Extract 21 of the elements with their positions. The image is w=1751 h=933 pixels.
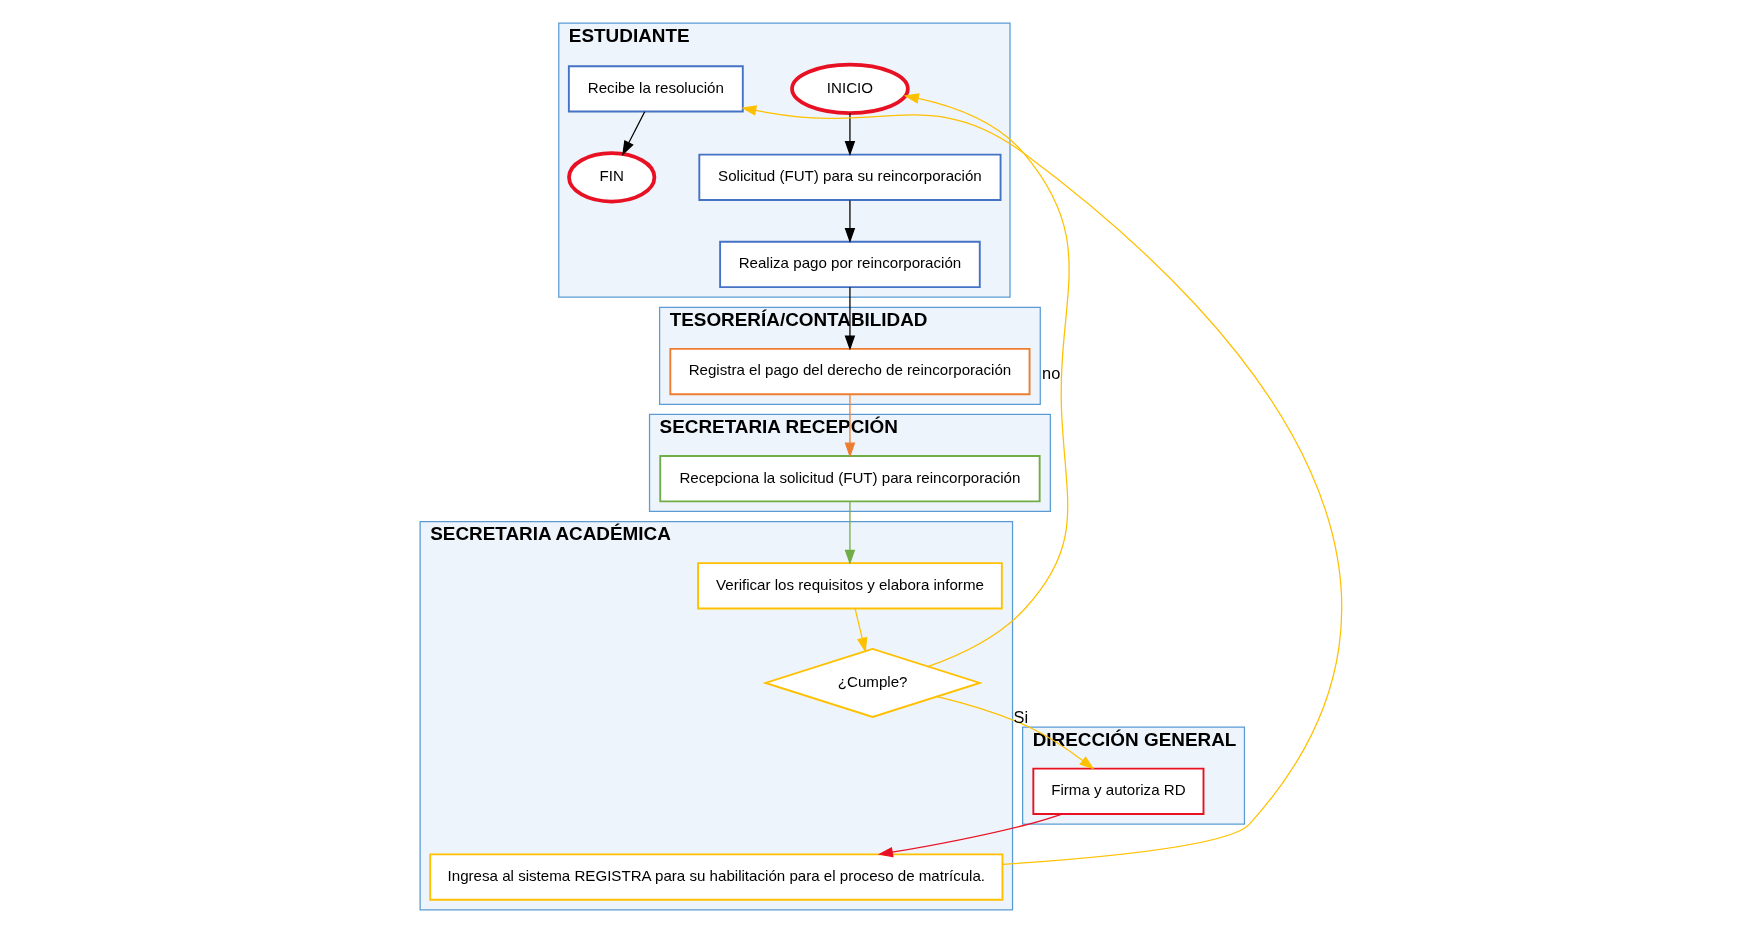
arrow <box>844 501 855 565</box>
edge-label: Si <box>1012 707 1028 726</box>
node-box: Ingresa al sistema REGISTRA para su habilitación para el proceso de matrícula. <box>428 853 1003 901</box>
node-box: Solicitud (FUT) para su reincorporación <box>697 153 1001 201</box>
node-box: Firma y autoriza RD <box>1031 767 1204 815</box>
node-box: Recepciona la solicitud (FUT) para reincorporación <box>658 455 1041 503</box>
arrow <box>877 813 1063 858</box>
arrow <box>853 607 867 653</box>
arrow <box>740 105 1342 865</box>
node-box: Realiza pago por reincorporación <box>718 240 981 289</box>
node-box: Registra el pago del derecho de reincorporación <box>668 347 1030 396</box>
arrow <box>844 112 855 157</box>
edge-label: no <box>1041 364 1060 383</box>
node-box: Verificar los requisitos y elabora informe <box>696 562 1003 610</box>
arrow <box>621 111 645 156</box>
node-box: Recibe la resolución <box>567 65 744 113</box>
node-ellipse: FIN <box>566 151 656 204</box>
node-diamond: ¿Cumple? <box>761 647 983 718</box>
node-ellipse: INICIO <box>789 62 910 115</box>
arrow <box>903 93 1070 667</box>
arrow <box>844 199 855 244</box>
